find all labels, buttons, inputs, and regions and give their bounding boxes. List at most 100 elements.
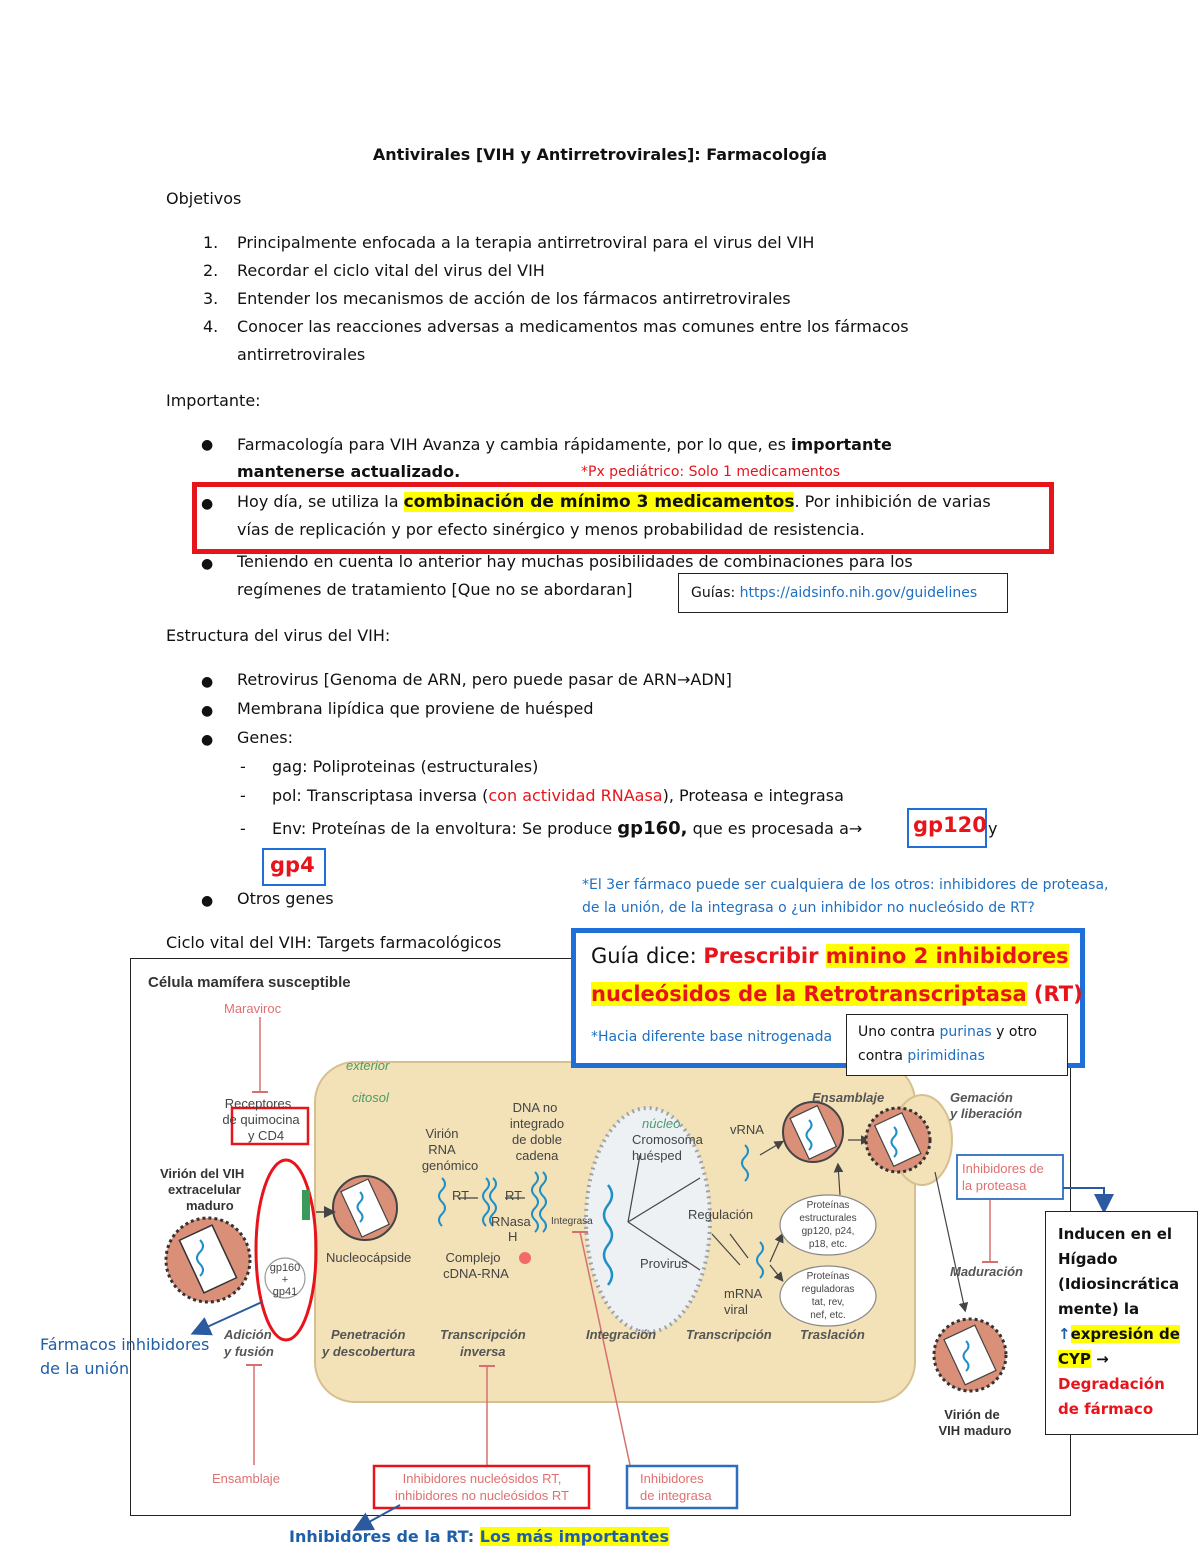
virion-ext-label: maduro xyxy=(186,1198,234,1213)
bullet-icon: ● xyxy=(201,893,214,909)
guias-box xyxy=(678,573,1008,613)
inh-proteasa-label: la proteasa xyxy=(962,1178,1027,1193)
gp-label: gp41 xyxy=(272,1286,298,1298)
stage-transcripcion-inversa: Transcripción xyxy=(440,1327,526,1342)
bullet-text-cont: regímenes de tratamiento [Que no se abor… xyxy=(237,580,633,599)
regulacion-label: Regulación xyxy=(688,1207,754,1222)
dash-icon: - xyxy=(240,786,246,805)
third-drug-note: *El 3er fármaco puede ser cualquiera de … xyxy=(582,877,1109,893)
list-item: Entender los mecanismos de acción de los… xyxy=(237,289,791,308)
virion-ext-label: extracelular xyxy=(168,1182,241,1197)
rt-label: RT xyxy=(505,1188,523,1203)
prot-est-label: p18, etc. xyxy=(808,1239,848,1250)
gp4-box xyxy=(262,848,326,886)
dna-label: DNA no xyxy=(512,1100,558,1115)
stage-traslacion: Traslación xyxy=(800,1327,865,1342)
farmacos-union-note: Fármacos inhibidores xyxy=(40,1335,210,1354)
list-item-continuation: antirretrovirales xyxy=(237,345,366,364)
complejo-label: Complejo xyxy=(445,1250,501,1265)
stage-integracion: Integración xyxy=(586,1327,657,1342)
virion-rna-label: Virión xyxy=(425,1126,459,1141)
gene-pol: pol: Transcriptasa inversa (con activida… xyxy=(272,786,844,805)
bullet-text-cont: vías de replicación y por efecto sinérgi… xyxy=(237,520,865,539)
cromosoma-label: Cromosoma xyxy=(632,1132,703,1147)
bullet-icon: ● xyxy=(201,496,214,512)
inh-rt-label: inhibidores no nucleósidos RT xyxy=(395,1488,569,1503)
inh-proteasa-label: Inhibidores de xyxy=(962,1161,1044,1176)
estructura-heading: Estructura del virus del VIH: xyxy=(166,626,391,645)
prot-est-label: Proteínas xyxy=(806,1200,850,1211)
list-number: 2. xyxy=(203,261,219,280)
prot-reg-label: nef, etc. xyxy=(810,1310,846,1321)
purinas-line: Uno contra purinas y otro xyxy=(858,1024,1037,1040)
dna-label: cadena xyxy=(515,1148,559,1163)
objetivos-heading: Objetivos xyxy=(166,189,242,208)
mrna-label: viral xyxy=(724,1302,748,1317)
dna-label: integrado xyxy=(509,1116,565,1131)
citosol-label: citosol xyxy=(352,1090,389,1105)
rt-label: RT xyxy=(452,1188,470,1203)
gene-gag: gag: Poliproteinas (estructurales) xyxy=(272,757,539,776)
maraviroc-label: Maraviroc xyxy=(224,1001,282,1016)
arrow-right-icon: → xyxy=(1090,1350,1109,1368)
receptor-label: y CD4 xyxy=(247,1128,285,1143)
integrasa-label: Integrasa xyxy=(551,1216,593,1227)
inh-integrasa-label: de integrasa xyxy=(640,1488,712,1503)
gene-env: Env: Proteínas de la envoltura: Se produ… xyxy=(272,818,863,839)
list-number: 3. xyxy=(203,289,219,308)
list-number: 4. xyxy=(203,317,219,336)
exterior-label: exterior xyxy=(346,1058,390,1073)
third-drug-note-cont: de la unión, de la integrasa o ¿un inhib… xyxy=(582,900,1035,916)
bullet-text: Teniendo en cuenta lo anterior hay mucha… xyxy=(237,552,913,571)
guia-line-2: nucleósidos de la Retrotranscriptasa (RT… xyxy=(591,982,1083,1006)
higado-box xyxy=(1045,1211,1198,1435)
stage-gemacion: Gemación xyxy=(950,1090,1013,1105)
gp-label: gp160 xyxy=(269,1262,301,1274)
bullet-text: Genes: xyxy=(237,728,293,747)
highlight-frame-red xyxy=(192,482,1054,554)
virion-rna-label: genómico xyxy=(421,1158,479,1173)
dash-icon: - xyxy=(240,819,246,838)
arrow-right-icon: → xyxy=(848,819,863,838)
prot-est-label: estructurales xyxy=(799,1213,857,1224)
stage-maduracion: Maduración xyxy=(950,1264,1023,1279)
dash-icon: - xyxy=(240,757,246,776)
gp120-box xyxy=(907,808,987,848)
provirus-label: Provirus xyxy=(640,1256,688,1271)
purinas-line: contra pirimidinas xyxy=(858,1048,985,1064)
ensamblaje-bottom-label: Ensamblaje xyxy=(212,1471,280,1486)
virion-rna-label: RNA xyxy=(428,1142,456,1157)
nucleo-label: núcleo xyxy=(642,1116,681,1131)
stage-transcripcion-inversa: inversa xyxy=(460,1344,506,1359)
page-title: Antivirales [VIH y Antirretrovirales]: F… xyxy=(372,145,828,164)
receptor-label: Receptores xyxy=(224,1096,292,1111)
bullet-text: Otros genes xyxy=(237,889,334,908)
bullet-text: Membrana lipídica que proviene de huéspe… xyxy=(237,699,594,718)
stage-adicion: y fusión xyxy=(224,1344,274,1359)
list-item: Recordar el ciclo vital del virus del VI… xyxy=(237,261,545,280)
inh-rt-label: Inhibidores nucleósidos RT, xyxy=(402,1471,562,1486)
bullet-text: Hoy día, se utiliza la combinación de mí… xyxy=(237,492,991,512)
bullet-icon: ● xyxy=(201,556,214,572)
cell-title: Célula mamífera susceptible xyxy=(148,974,351,991)
bullet-text-cont: mantenerse actualizado. xyxy=(237,462,461,481)
bullet-text: Farmacología para VIH Avanza y cambia rá… xyxy=(237,435,892,454)
arrow-right-icon: → xyxy=(676,670,691,689)
bullet-icon: ● xyxy=(201,674,214,690)
gp4-label: gp4 xyxy=(270,853,315,877)
stage-penetracion: Penetración xyxy=(331,1327,406,1342)
guia-note: *Hacia diferente base nitrogenada xyxy=(591,1029,833,1045)
guias-link[interactable]: https://aidsinfo.nih.gov/guidelines xyxy=(739,585,978,601)
stage-ensamblaje-top: Ensamblaje xyxy=(812,1090,885,1105)
virion-maduro-label: VIH maduro xyxy=(938,1423,1012,1438)
stage-adicion: Adición xyxy=(224,1327,272,1342)
guia-line-1: Guía dice: Prescribir minino 2 inhibidor… xyxy=(591,944,1069,968)
higado-text: Inducen en el Hígado (Idiosincrática men… xyxy=(1058,1225,1180,1418)
importante-heading: Importante: xyxy=(166,391,261,410)
stage-gemacion: y liberación xyxy=(950,1106,1023,1121)
virion-maduro-label: Virión de xyxy=(944,1407,1000,1422)
gp120-label: gp120 xyxy=(913,813,987,837)
gp-label: + xyxy=(281,1274,289,1286)
cromosoma-label: huésped xyxy=(632,1148,682,1163)
